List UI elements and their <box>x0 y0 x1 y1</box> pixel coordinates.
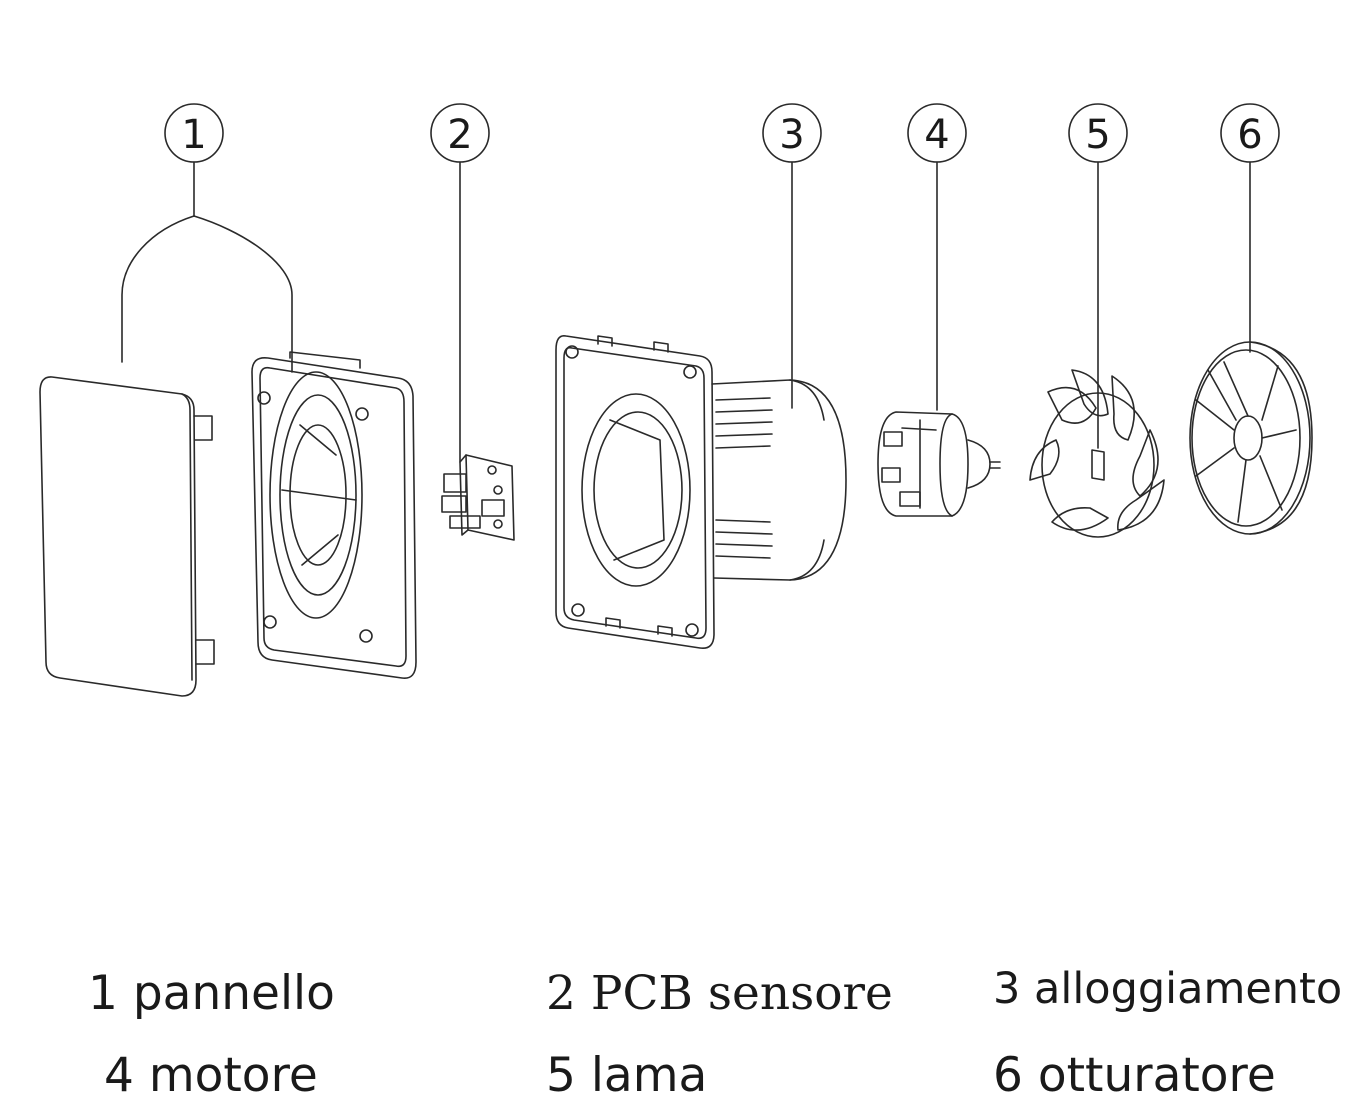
callout-4 <box>907 103 967 411</box>
callout-6 <box>1220 103 1280 353</box>
callout-3 <box>762 103 822 409</box>
callout-number: 5 <box>1085 112 1110 158</box>
pcb-sensor-part <box>441 454 515 541</box>
legend-item-pcb-sensor: 2 PCB sensore <box>546 966 893 1021</box>
legend-item-housing: 3 alloggiamento <box>993 964 1343 1014</box>
callout-5 <box>1068 103 1128 449</box>
front-panel-part <box>39 376 215 697</box>
motor-part <box>877 411 1001 517</box>
legend-item-panel: 1 pannello <box>88 966 335 1021</box>
legend-item-motor: 4 motore <box>104 1048 318 1103</box>
legend-item-shutter: 6 otturatore <box>993 1048 1276 1103</box>
frame-grille-part <box>251 351 417 679</box>
callout-number: 6 <box>1237 112 1262 158</box>
callout-number: 3 <box>779 112 804 158</box>
shutter-part <box>1189 341 1313 535</box>
callout-1 <box>121 103 293 373</box>
legend-item-blade: 5 lama <box>546 1048 708 1103</box>
housing-part <box>555 334 847 650</box>
callout-number: 4 <box>924 112 949 158</box>
callout-number: 1 <box>181 112 206 158</box>
callout-number: 2 <box>447 112 472 158</box>
callout-2 <box>430 103 490 463</box>
blade-part <box>1029 369 1165 538</box>
